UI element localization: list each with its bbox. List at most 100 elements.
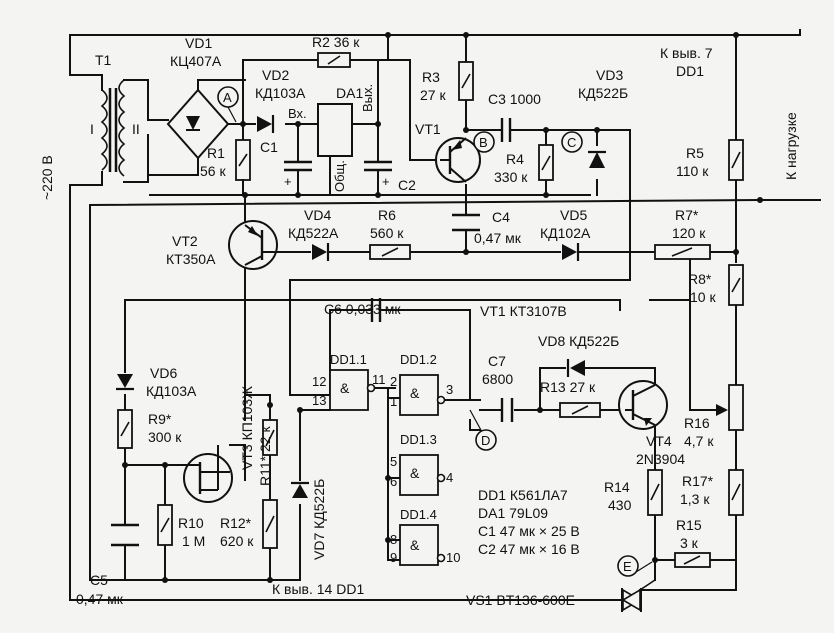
resistor-r11: R11* 22 к <box>257 419 278 486</box>
resistor-r17: R17* 1,3 к <box>680 469 744 516</box>
vs1-label: VS1 BT136-600E <box>466 592 575 608</box>
vd5-value: КД102А <box>540 225 591 241</box>
r10-ref: R10 <box>178 515 204 531</box>
svg-text:13: 13 <box>312 393 326 408</box>
resistor-r7: R7* 120 к <box>654 207 711 260</box>
note-line-4: C2 47 мк × 16 В <box>478 541 580 557</box>
svg-text:&: & <box>410 385 420 401</box>
c7-ref: C7 <box>488 353 506 369</box>
svg-text:&: & <box>410 537 420 553</box>
svg-text:1: 1 <box>390 394 397 409</box>
r6-value: 560 к <box>370 225 404 241</box>
node-b-marker: B <box>473 131 495 153</box>
capacitor-c7: C7 6800 <box>482 353 513 422</box>
r5-ref: R5 <box>686 145 704 161</box>
resistor-r4: R4 330 к <box>494 144 554 185</box>
transformer-t1: T1 I II <box>90 52 140 177</box>
svg-text:&: & <box>340 380 350 396</box>
transistor-vt2: VT2 КТ350А <box>166 220 278 270</box>
svg-text:E: E <box>623 559 632 574</box>
capacitor-c3: C3 1000 <box>488 91 541 142</box>
da1-ref: DA1 <box>336 85 363 101</box>
pin7-label-line1: К выв. 7 <box>660 45 713 61</box>
c6-label: C6 0,033 мк <box>324 301 401 317</box>
regulator-da1: DA1 Вх. Вых. Общ. <box>288 84 375 192</box>
load-label: К нагрузке <box>783 112 799 180</box>
diode-vd8: VD8 КД522Б <box>538 333 619 377</box>
r14-ref: R14 <box>604 479 630 495</box>
vd3-ref: VD3 <box>596 67 623 83</box>
note-line-2: DA1 79L09 <box>478 505 548 521</box>
diode-vd5: VD5 КД102А <box>540 207 591 261</box>
note-line-3: C1 47 мк × 25 В <box>478 523 580 539</box>
resistor-r14: R14 430 <box>604 469 663 516</box>
svg-text:4: 4 <box>446 470 453 485</box>
r4-value: 330 к <box>494 169 528 185</box>
capacitor-c4: C4 0,47 мк <box>452 209 522 246</box>
svg-text:+: + <box>382 174 390 189</box>
svg-text:DD1.2: DD1.2 <box>400 352 437 367</box>
vd4-value: КД522А <box>288 225 339 241</box>
diode-vd6: VD6 КД103А <box>116 365 197 399</box>
node-a-marker: A <box>217 86 239 123</box>
mains-voltage-label: ~220 В <box>39 155 55 200</box>
resistor-r1: R1 56 к <box>200 139 251 181</box>
vt2-value: КТ350А <box>166 251 216 267</box>
component-notes: DD1 К561ЛА7 DA1 79L09 C1 47 мк × 25 В C2… <box>478 487 580 557</box>
c7-value: 6800 <box>482 371 513 387</box>
resistor-r6: R6 560 к <box>369 207 411 260</box>
svg-text:D: D <box>481 433 490 448</box>
vt4-ref: VT4 <box>646 433 672 449</box>
gate-dd1-4: DD1.4 8 9 10 & <box>390 507 460 566</box>
r17-ref: R17* <box>682 473 714 489</box>
r12-value: 620 к <box>220 533 254 549</box>
resistor-r3: R3 27 к <box>420 61 474 103</box>
r15-value: 3 к <box>680 535 699 551</box>
r12-ref: R12* <box>220 515 252 531</box>
r9-value: 300 к <box>148 429 182 445</box>
r10-value: 1 М <box>182 533 205 549</box>
resistor-r8: R8* 10 к <box>688 264 744 306</box>
vd7-label: VD7 КД522Б <box>311 479 327 560</box>
r3-value: 27 к <box>420 87 446 103</box>
c2-label: C2 <box>398 177 416 193</box>
svg-text:+: + <box>284 174 292 189</box>
r8-ref: R8* <box>688 271 712 287</box>
r1-value: 56 к <box>200 163 226 179</box>
r16-value: 4,7 к <box>684 433 714 449</box>
pin7-label-line2: DD1 <box>676 63 704 79</box>
vt3-label: VT3 КП103Ж <box>239 386 255 470</box>
c5-value: 0,47 мк <box>76 591 124 607</box>
r9-ref: R9* <box>148 411 172 427</box>
svg-text:5: 5 <box>390 454 397 469</box>
vt1-ref: VT1 <box>415 121 441 137</box>
c4-value: 0,47 мк <box>474 230 522 246</box>
r3-ref: R3 <box>422 69 440 85</box>
r11-label: R11* 22 к <box>257 426 273 486</box>
r5-value: 110 к <box>676 163 709 179</box>
resistor-r2: R2 36 к <box>312 34 360 68</box>
c1-label: C1 <box>260 139 278 155</box>
transistor-vt4: VT4 2N3904 <box>618 380 685 467</box>
vt4-value: 2N3904 <box>636 451 685 467</box>
r1-ref: R1 <box>207 145 225 161</box>
gate-dd1-1: DD1.1 12 13 11 & <box>312 352 386 411</box>
r17-value: 1,3 к <box>680 491 710 507</box>
r4-ref: R4 <box>506 151 524 167</box>
triac-vs1: VS1 BT136-600E <box>466 579 656 612</box>
da1-out-label: Вых. <box>360 84 375 112</box>
transistor-vt1: VT1 <box>415 121 481 183</box>
svg-text:DD1.3: DD1.3 <box>400 432 437 447</box>
svg-text:8: 8 <box>390 532 397 547</box>
r2-label: R2 36 к <box>312 34 360 50</box>
resistor-r13: R13 27 к <box>540 379 601 418</box>
svg-text:9: 9 <box>390 550 397 565</box>
da1-gnd-label: Общ. <box>332 160 347 192</box>
svg-text:DD1.4: DD1.4 <box>400 507 437 522</box>
vd6-ref: VD6 <box>150 365 177 381</box>
t1-winding1-label: I <box>90 121 94 137</box>
c4-ref: C4 <box>492 209 510 225</box>
gate-dd1-3: DD1.3 5 6 4 & <box>390 432 453 496</box>
vd5-ref: VD5 <box>560 207 587 223</box>
capacitor-c1: + C1 <box>260 139 312 189</box>
